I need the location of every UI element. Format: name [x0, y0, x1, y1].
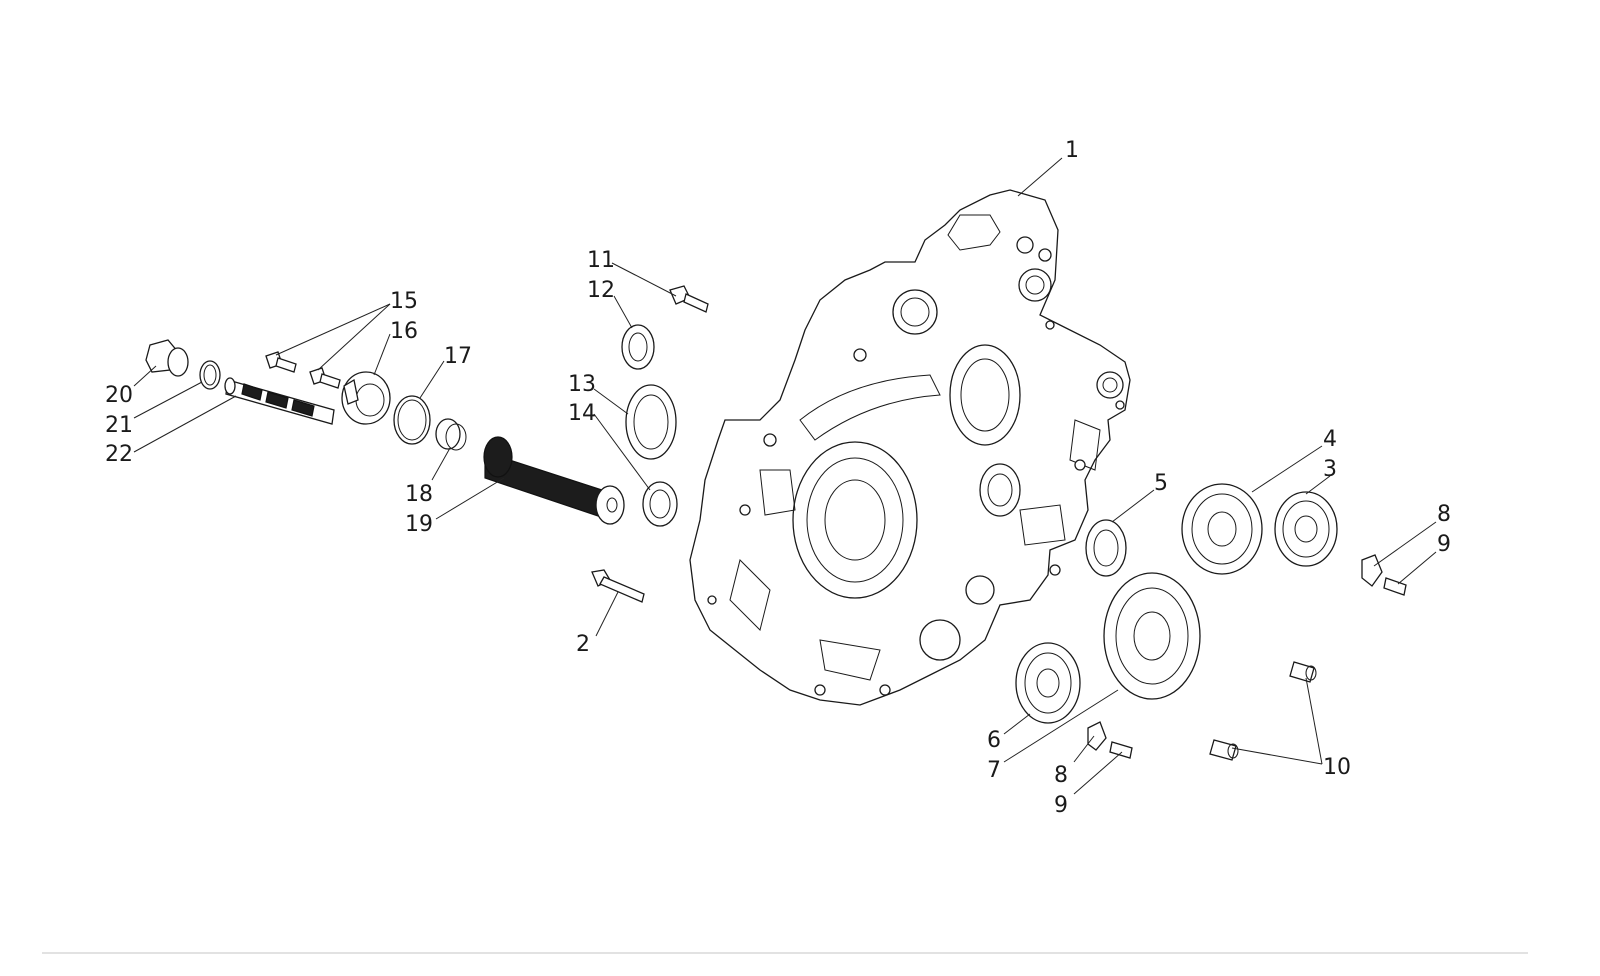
bearing-6 [1015, 642, 1081, 724]
callout-17: 17 [444, 344, 472, 369]
bearing-4 [1181, 483, 1263, 575]
dowel-10-lower [1209, 739, 1239, 761]
callout-12: 12 [587, 278, 615, 303]
callout-2: 2 [576, 632, 590, 657]
callout-4: 4 [1323, 427, 1337, 452]
callout-9-lower: 9 [1054, 793, 1068, 818]
callout-10: 10 [1323, 755, 1351, 780]
callout-16: 16 [390, 319, 418, 344]
oil-seal-5 [1085, 519, 1127, 577]
callout-6: 6 [987, 728, 1001, 753]
dowel-10-upper [1289, 661, 1317, 683]
seal-13 [625, 384, 677, 460]
screw-15-a [265, 351, 297, 373]
spring-18 [435, 418, 467, 451]
callout-9-right: 9 [1437, 532, 1451, 557]
callout-11: 11 [587, 248, 615, 273]
callout-22: 22 [105, 442, 133, 467]
callout-20: 20 [105, 383, 133, 408]
callout-13: 13 [568, 372, 596, 397]
screw-9-lower [1109, 741, 1133, 759]
callout-labels: 1 2 3 4 5 6 7 8 8 9 9 10 11 12 13 14 15 … [105, 138, 1451, 818]
callout-3: 3 [1323, 457, 1337, 482]
screw-15-b [309, 367, 341, 389]
callout-19: 19 [405, 512, 433, 537]
callout-1: 1 [1065, 138, 1079, 163]
callout-7: 7 [987, 758, 1001, 783]
callout-5: 5 [1154, 471, 1168, 496]
leader-lines [133, 157, 1437, 795]
retaining-plate-8-right [1361, 554, 1383, 587]
callout-8-lower: 8 [1054, 763, 1068, 788]
bolt-11 [669, 285, 709, 313]
strainer-22 [224, 377, 335, 425]
o-ring-21 [199, 360, 221, 390]
retaining-plate-8-lower [1087, 721, 1107, 751]
long-bolt [591, 569, 645, 603]
bearing-3 [1274, 491, 1338, 567]
oil-filter-19 [483, 436, 625, 525]
callout-18: 18 [405, 482, 433, 507]
callout-21: 21 [105, 413, 133, 438]
seal-14 [642, 481, 678, 527]
plug-20 [145, 339, 189, 377]
callout-8-right: 8 [1437, 502, 1451, 527]
cover-16 [341, 371, 391, 425]
o-ring-17 [393, 395, 431, 445]
bearing-7 [1103, 572, 1201, 700]
callout-15: 15 [390, 289, 418, 314]
seal-12 [621, 324, 655, 370]
crankcase-half [689, 189, 1131, 706]
callout-14: 14 [568, 401, 596, 426]
